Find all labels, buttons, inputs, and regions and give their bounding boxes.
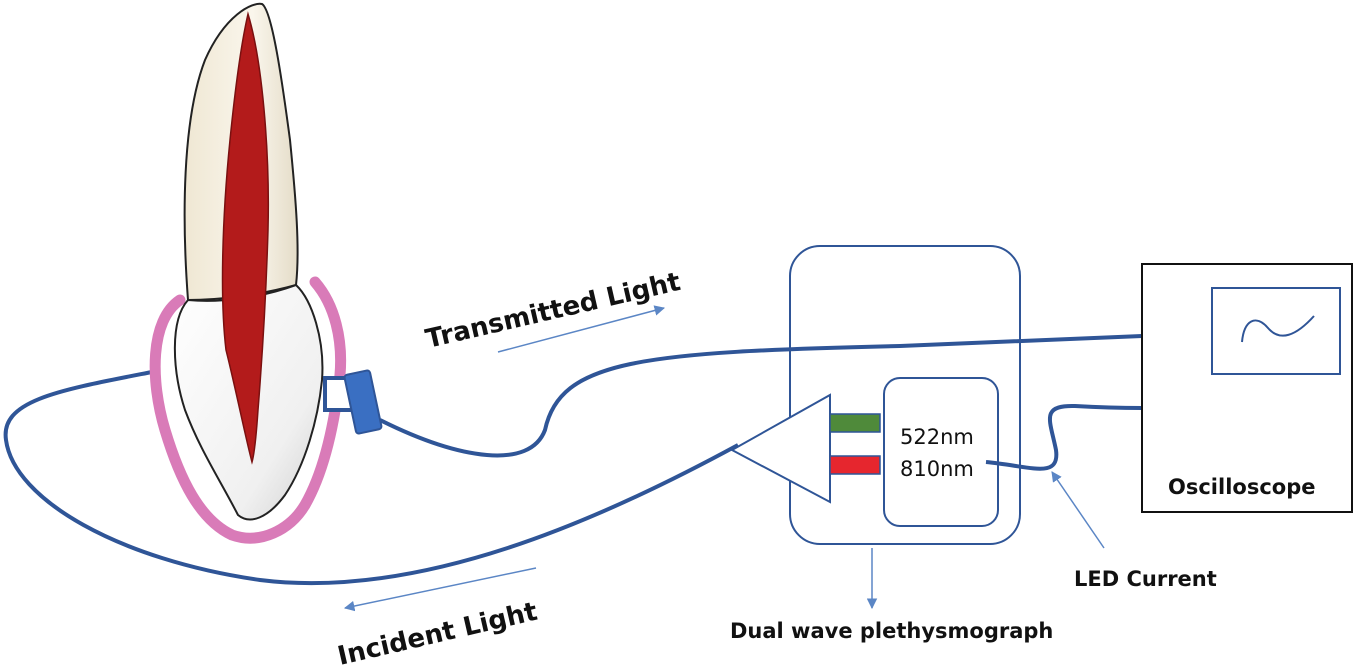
device-outer-box — [789, 245, 1021, 545]
incident-fiber-cable — [3, 370, 739, 586]
oscilloscope-box — [1141, 263, 1353, 513]
gingiva-outline — [149, 276, 347, 544]
transmitted-light-label: Transmitted Light — [423, 267, 683, 355]
led-current-arrow — [1051, 471, 1105, 549]
led-current-label: LED Current — [1074, 567, 1217, 591]
device-label: Dual wave plethysmograph — [730, 619, 1053, 643]
led-current-cable — [985, 403, 1143, 471]
incident-light-label: Incident Light — [335, 597, 540, 670]
transmitted-fiber-cable — [379, 334, 1143, 458]
tooth-icon — [149, 2, 347, 544]
waveform-icon — [1241, 315, 1315, 343]
red-led — [829, 455, 881, 475]
wavelength-810-label: 810nm — [900, 457, 974, 481]
transmitted-light-arrow — [497, 305, 666, 353]
probe-head — [343, 369, 383, 435]
wavelength-522-label: 522nm — [900, 425, 974, 449]
oscilloscope-label: Oscilloscope — [1168, 475, 1315, 499]
probe-icon — [323, 369, 383, 435]
tooth-pulp — [221, 11, 270, 465]
led-driver-box — [883, 377, 999, 527]
light-coupler-triangle — [729, 393, 831, 504]
incident-light-arrow — [343, 567, 537, 612]
plethysmograph-device: 522nm 810nm Dual wave plethysmograph — [729, 245, 1053, 643]
oscilloscope: Oscilloscope — [1141, 263, 1353, 513]
oscilloscope-screen — [1211, 287, 1341, 375]
green-led — [829, 413, 881, 433]
